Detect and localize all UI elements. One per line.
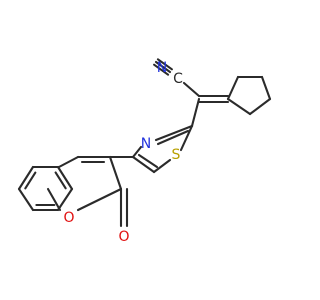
atom-label-layer: N C N S O O: [63, 60, 183, 245]
bond-cp-4: [248, 97, 272, 116]
bond-nitrile-c-to-alpha: [182, 81, 201, 98]
bond-thiazole-s-c5: [152, 158, 172, 174]
bond-layer: [17, 58, 272, 228]
bond-nitrile-triple-3: [153, 63, 170, 76]
bond-coumarin-c2-o-ring: [76, 187, 123, 212]
bond-nitrile-triple-2: [156, 58, 173, 71]
atom-c-nitrile: C: [173, 71, 183, 87]
bond-benzene-2: [17, 165, 35, 191]
bond-benzene-6: [56, 165, 74, 191]
molecule-diagram: N C N S O O: [17, 58, 272, 245]
molecule-structure: N C N S O O: [17, 58, 272, 245]
atom-o-ring: O: [63, 210, 74, 226]
bond-nitrile-triple-1: [154, 60, 172, 74]
bond-thiazole-c2-n: [154, 124, 194, 142]
bond-thiazole-c5-c4-double: [137, 153, 159, 169]
bond-coumarin-o-ring-c8a: [46, 187, 62, 212]
bond-cp-5: [226, 97, 252, 116]
atom-n-nitrile: N: [157, 60, 167, 76]
bond-benzene-inner-1: [24, 171, 37, 190]
bond-thiazole-c5-c4: [131, 155, 156, 174]
atom-n-thiazole: N: [141, 136, 151, 152]
bond-alpha-to-thiazole-c2: [190, 97, 201, 128]
bond-benzene-3: [17, 187, 35, 212]
bond-benzene-5: [56, 187, 74, 212]
bond-thiazole-c4-n: [131, 145, 143, 159]
bond-thiazole-c2-s: [179, 124, 194, 152]
atom-o-carbonyl: O: [118, 229, 129, 245]
bond-benzene-inner-3: [54, 171, 67, 190]
bond-coumarin-c4-c4a: [57, 155, 80, 169]
bond-coumarin-c3-c2: [108, 155, 123, 191]
bond-cp-1: [226, 75, 240, 101]
bond-cp-3: [260, 75, 272, 101]
bond-thiazole-c2-n-double: [156, 129, 190, 146]
atom-s-thiazole: S: [172, 147, 181, 163]
